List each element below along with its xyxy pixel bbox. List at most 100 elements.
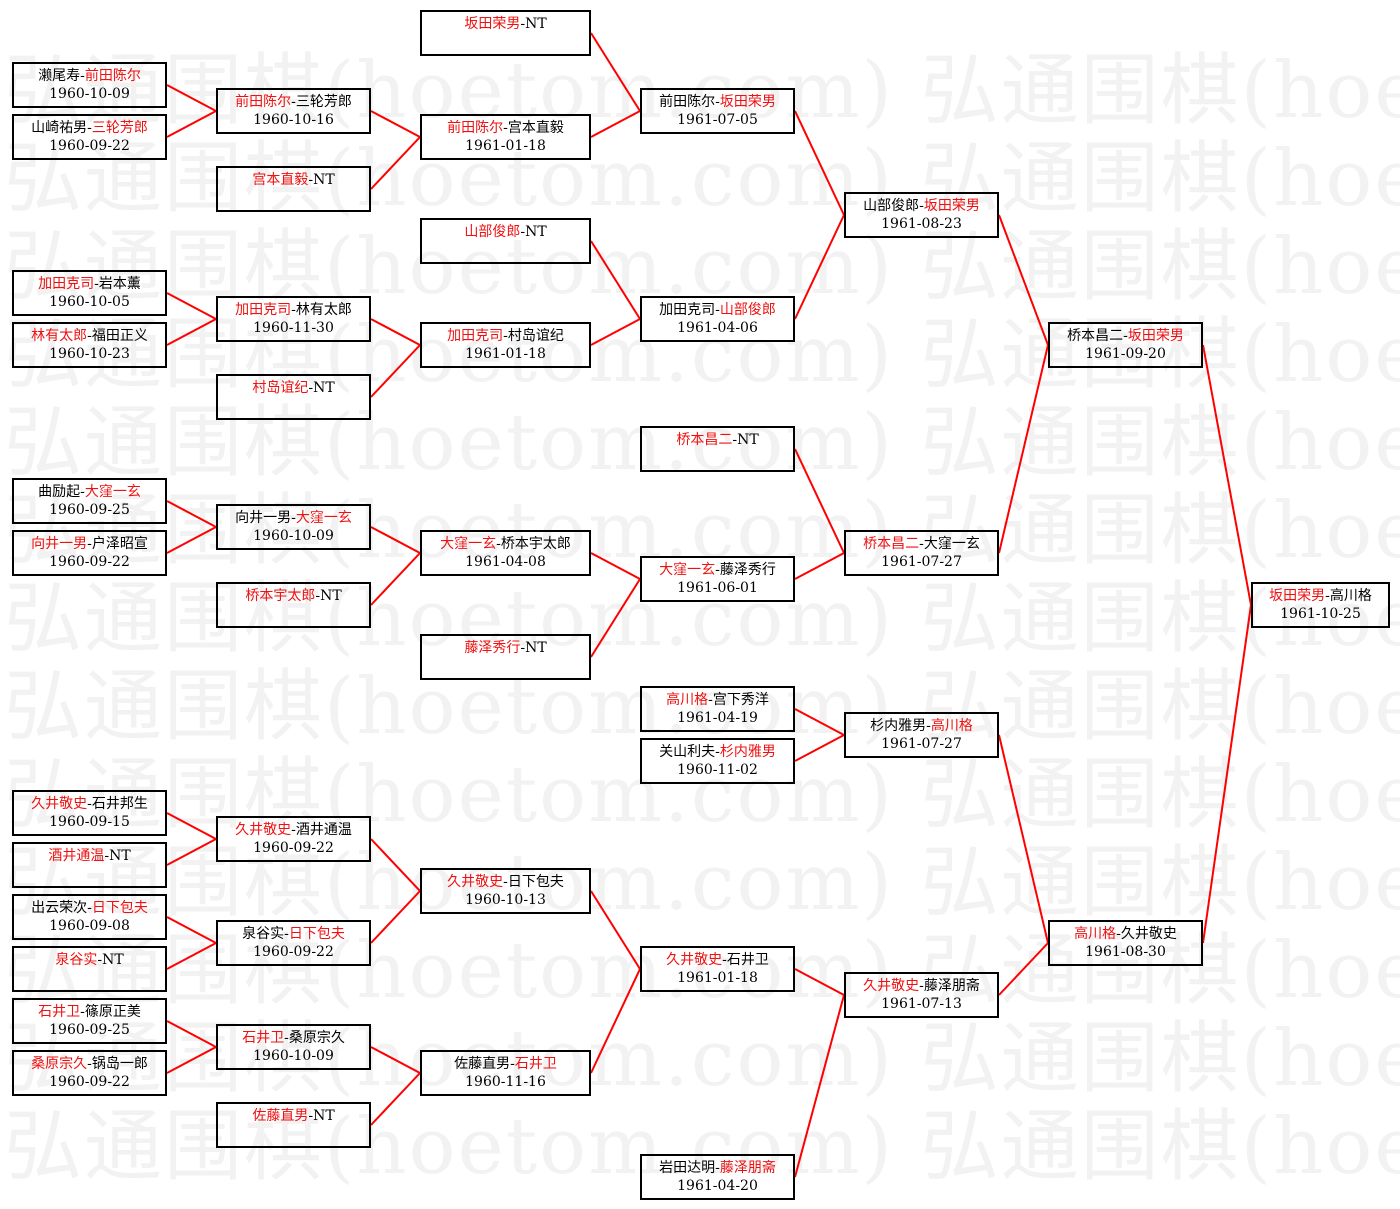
player-name: NT: [525, 640, 547, 656]
player-name: 桥本昌二: [676, 432, 733, 448]
player-separator: -: [715, 562, 720, 578]
player-name: 藤泽朋斋: [923, 978, 980, 994]
match-date: 1961-07-13: [881, 996, 962, 1012]
player-name: 村岛谊纪: [507, 328, 564, 344]
bracket-connector: [166, 812, 217, 840]
player-separator: -: [80, 1004, 85, 1020]
match-players: 杉内雅男-高川格: [846, 717, 997, 735]
match-players: 大窪一玄-藤泽秀行: [642, 561, 793, 579]
bracket-connector: [794, 552, 845, 580]
player-name: 桑原宗久: [288, 1030, 345, 1046]
match-players: 前田陈尔-三轮芳郎: [218, 93, 369, 111]
player-name: 篠原正美: [84, 1004, 141, 1020]
player-separator: -: [291, 302, 296, 318]
player-name: 佐藤直男: [454, 1056, 511, 1072]
player-name: 山部俊郎: [719, 302, 776, 318]
player-name: 大窪一玄: [923, 536, 980, 552]
match-date: 1960-10-16: [253, 112, 334, 128]
player-name: 桥本宇太郎: [245, 588, 316, 604]
player-name: 杉内雅男: [870, 718, 927, 734]
match-players: 前田陈尔-宫本直毅: [422, 119, 589, 137]
bracket-connector: [166, 500, 217, 528]
player-separator: -: [708, 692, 713, 708]
match-players: 泉谷实-NT: [14, 951, 165, 969]
player-name: 高川格: [930, 718, 973, 734]
player-name: 坂田荣男: [1127, 328, 1184, 344]
match-players: 佐藤直男-石井卫: [422, 1055, 589, 1073]
player-separator: -: [87, 120, 92, 136]
player-name: 前田陈尔: [235, 94, 292, 110]
bracket-connector: [998, 214, 1049, 346]
player-name: 高川格: [666, 692, 709, 708]
match-date: 1960-09-22: [253, 840, 334, 856]
match-date: 1961-04-08: [465, 554, 546, 570]
match-players: 林有太郎-福田正义: [14, 327, 165, 345]
match-players: 泉谷实-日下包夫: [218, 925, 369, 943]
player-separator: -: [715, 94, 720, 110]
player-separator: -: [291, 822, 296, 838]
match-date: 1960-09-15: [49, 814, 130, 830]
match-players: 藤泽秀行-NT: [422, 639, 589, 657]
match-date: 1960-09-08: [49, 918, 130, 934]
player-name: 久井敬史: [863, 978, 920, 994]
bracket-connector: [166, 110, 217, 138]
player-name: 大窪一玄: [84, 484, 141, 500]
match-date: 1961-07-27: [881, 736, 962, 752]
player-separator: -: [1123, 328, 1128, 344]
player-separator: -: [308, 380, 314, 396]
player-name: 大窪一玄: [295, 510, 352, 526]
player-separator: -: [722, 952, 727, 968]
player-name: 久井敬史: [31, 796, 88, 812]
match-players: 久井敬史-日下包夫: [422, 873, 589, 891]
player-separator: -: [732, 432, 738, 448]
match-date: 1960-09-25: [49, 502, 130, 518]
player-name: 佐藤直男: [252, 1108, 309, 1124]
player-name: 日下包夫: [507, 874, 564, 890]
player-name: 桥本昌二: [1067, 328, 1124, 344]
bracket-connector: [166, 318, 217, 346]
player-separator: -: [87, 536, 92, 552]
bracket-connector: [590, 110, 641, 138]
match-players: 久井敬史-藤泽朋斋: [846, 977, 997, 995]
player-name: 酒井通温: [48, 848, 105, 864]
player-name: 高川格: [1074, 926, 1117, 942]
match-players: 桥本昌二-NT: [642, 431, 793, 449]
match-date: 1960-09-22: [253, 944, 334, 960]
player-name: 石井卫: [514, 1056, 557, 1072]
bracket-connector: [590, 318, 641, 346]
player-name: NT: [313, 172, 335, 188]
player-name: 福田正义: [91, 328, 148, 344]
match-players: 久井敬史-石井邦生: [14, 795, 165, 813]
player-name: 山部俊郎: [464, 224, 521, 240]
player-separator: -: [496, 536, 501, 552]
bracket-connector: [370, 1046, 421, 1074]
player-separator: -: [284, 1030, 289, 1046]
bracket-connector: [166, 942, 217, 970]
bracket-connector: [166, 526, 217, 554]
player-name: 久井敬史: [235, 822, 292, 838]
player-name: 前田陈尔: [84, 68, 141, 84]
player-separator: -: [97, 952, 103, 968]
player-name: 杉内雅男: [719, 744, 776, 760]
player-name: 村岛谊纪: [252, 380, 309, 396]
match-players: 久井敬史-酒井通温: [218, 821, 369, 839]
player-name: 藤泽朋斋: [719, 1160, 776, 1176]
match-players: 加田克司-岩本薰: [14, 275, 165, 293]
player-name: 锅岛一郎: [91, 1056, 148, 1072]
player-name: NT: [313, 380, 335, 396]
bracket-connector: [1202, 344, 1252, 606]
player-name: 关山利夫: [659, 744, 716, 760]
player-name: 坂田荣男: [464, 16, 521, 32]
match-date: 1960-11-02: [677, 762, 758, 778]
player-separator: -: [926, 718, 931, 734]
bracket-connector: [370, 890, 421, 944]
player-name: 酒井通温: [295, 822, 352, 838]
player-name: 前田陈尔: [447, 120, 504, 136]
